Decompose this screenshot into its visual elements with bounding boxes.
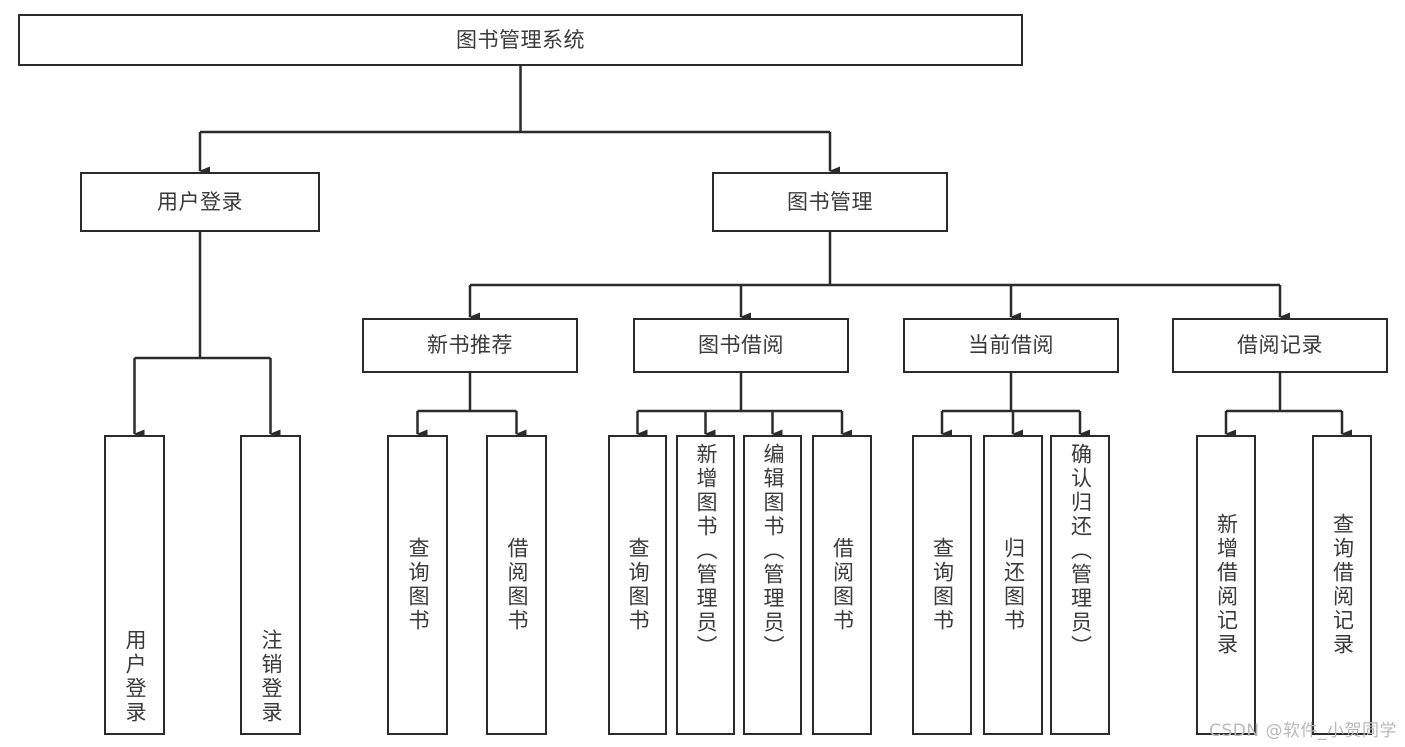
node-leaf-add-record[interactable]: 新增借阅记录 [1196, 435, 1256, 735]
node-label: 确认归还（管理员） [1068, 443, 1093, 659]
node-leaf-query-record[interactable]: 查询借阅记录 [1312, 435, 1372, 735]
node-label: 用户登录 [157, 189, 243, 214]
node-label: 借阅图书 [830, 537, 855, 633]
node-label: 新增借阅记录 [1214, 513, 1239, 657]
node-label: 查询图书 [406, 537, 430, 633]
node-label: 查询图书 [930, 537, 955, 633]
node-label: 注销登录 [259, 629, 283, 725]
node-label: 当前借阅 [968, 333, 1054, 358]
node-leaf-query-book-2[interactable]: 查询图书 [608, 435, 667, 735]
node-label: 借阅记录 [1237, 333, 1323, 358]
node-label: 借阅图书 [505, 537, 529, 633]
node-user-login[interactable]: 用户登录 [80, 172, 320, 232]
node-label: 编辑图书（管理员） [761, 443, 785, 659]
node-label: 查询图书 [626, 537, 650, 633]
node-leaf-borrow-book-2[interactable]: 借阅图书 [812, 435, 872, 735]
node-leaf-return-book[interactable]: 归还图书 [983, 435, 1043, 735]
node-label: 新增图书（管理员） [694, 443, 718, 659]
node-book-borrow[interactable]: 图书借阅 [633, 318, 849, 373]
node-leaf-query-book-3[interactable]: 查询图书 [912, 435, 972, 735]
node-current-borrow[interactable]: 当前借阅 [903, 318, 1119, 373]
node-leaf-confirm-return[interactable]: 确认归还（管理员） [1050, 435, 1110, 735]
node-leaf-user-login[interactable]: 用户登录 [104, 435, 165, 735]
node-leaf-user-logout[interactable]: 注销登录 [240, 435, 301, 735]
node-label: 用户登录 [123, 629, 147, 725]
node-leaf-query-book-1[interactable]: 查询图书 [387, 435, 448, 735]
node-leaf-borrow-book-1[interactable]: 借阅图书 [486, 435, 547, 735]
node-leaf-edit-book[interactable]: 编辑图书（管理员） [743, 435, 802, 735]
node-label: 查询借阅记录 [1330, 513, 1355, 657]
node-borrow-record[interactable]: 借阅记录 [1172, 318, 1388, 373]
node-label: 新书推荐 [427, 333, 513, 358]
node-leaf-add-book[interactable]: 新增图书（管理员） [676, 435, 735, 735]
node-label: 图书借阅 [698, 333, 784, 358]
node-label: 图书管理 [787, 189, 873, 214]
node-root[interactable]: 图书管理系统 [18, 14, 1023, 66]
node-label: 归还图书 [1001, 537, 1026, 633]
watermark-text: CSDN @软件_小贺同学 [1209, 721, 1397, 741]
node-new-book-recommend[interactable]: 新书推荐 [362, 318, 578, 373]
node-label: 图书管理系统 [456, 27, 585, 52]
node-book-management[interactable]: 图书管理 [712, 172, 948, 232]
